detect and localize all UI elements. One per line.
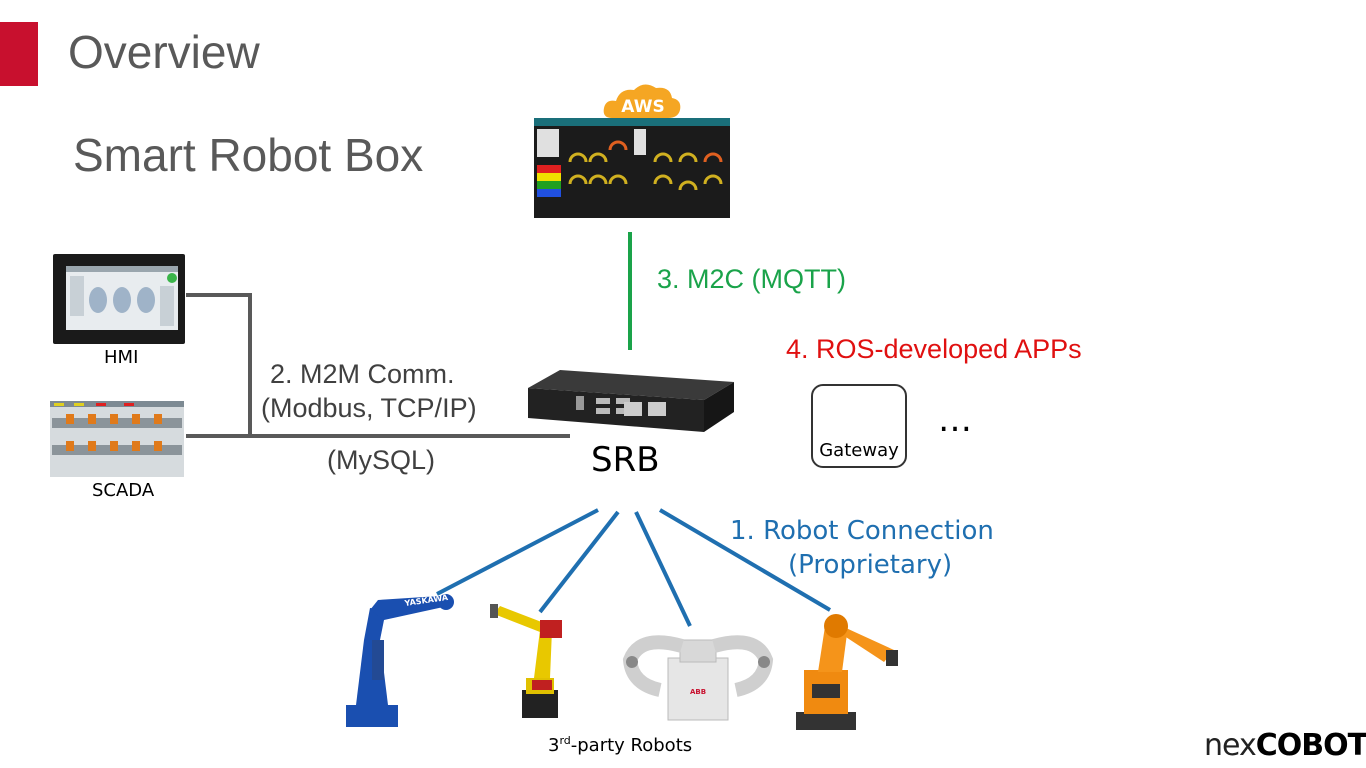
robot-fanuc-image	[490, 604, 562, 718]
hmi-label: HMI	[104, 347, 139, 368]
aws-cloud-icon	[603, 84, 681, 118]
aws-dashboard-image	[534, 118, 730, 218]
srb-label: SRB	[591, 440, 660, 480]
m2c-label: 3. M2C (MQTT)	[657, 264, 846, 294]
aws-label: AWS	[621, 97, 664, 117]
robot-connection-label-line2: (Proprietary)	[788, 550, 953, 580]
robot-line-1	[436, 508, 599, 596]
more-apps-ellipsis: …	[938, 400, 972, 440]
srb-device-image	[528, 370, 734, 432]
logo-part1: nex	[1204, 728, 1257, 763]
slide-subtitle: Smart Robot Box	[73, 129, 424, 181]
robot-connection-label-line1: 1. Robot Connection	[730, 516, 994, 546]
gateway-app-card: Gateway	[811, 384, 907, 468]
robot-kuka-image	[796, 614, 898, 730]
nexcobot-logo: nexCOBOT	[1204, 728, 1366, 763]
robots-label-sup: rd	[559, 734, 571, 747]
gateway-label: Gateway	[819, 440, 899, 461]
hmi-connector	[186, 293, 252, 436]
robot-yaskawa-image	[346, 594, 454, 727]
robots-label-rest: -party Robots	[570, 735, 693, 756]
ros-apps-label: 4. ROS-developed APPs	[786, 334, 1082, 364]
robot-line-2	[538, 510, 620, 614]
slide-title: Overview	[68, 26, 260, 78]
scada-image	[50, 401, 184, 477]
m2m-label-line1: 2. M2M Comm.	[270, 359, 455, 389]
logo-part2: COBOT	[1255, 728, 1366, 763]
robot-abb-image	[622, 635, 774, 721]
robot-line-3	[634, 511, 692, 627]
accent-bar	[0, 22, 38, 86]
abb-brand: ABB	[690, 688, 706, 696]
mysql-label: (MySQL)	[327, 445, 435, 475]
robots-label-base: 3	[548, 735, 560, 756]
hmi-image	[53, 254, 185, 344]
scada-label: SCADA	[92, 480, 155, 501]
m2m-label-line2: (Modbus, TCP/IP)	[261, 393, 477, 423]
robot-line-4	[658, 508, 832, 612]
third-party-robots-label: 3rd-party Robots	[548, 734, 692, 756]
